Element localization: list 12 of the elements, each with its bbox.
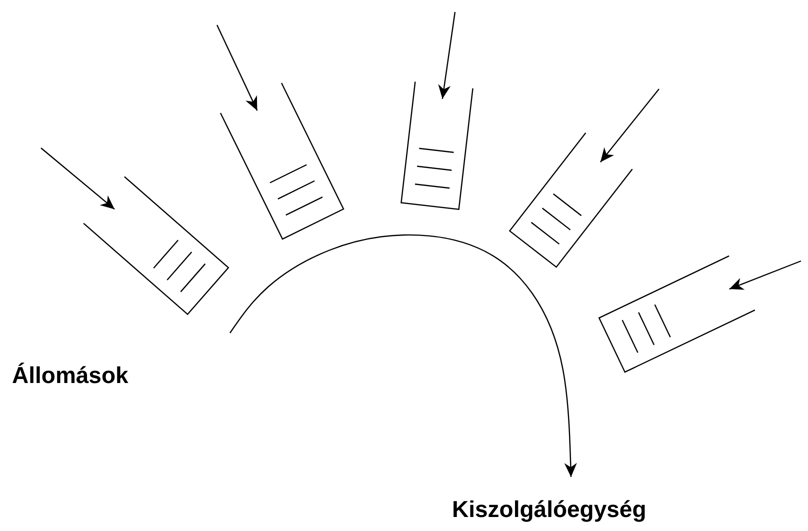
queue-drawing — [400, 82, 474, 210]
queue-drawing — [508, 132, 633, 268]
queue-drawing — [598, 255, 756, 373]
arrow — [40, 148, 115, 210]
arrow — [600, 88, 660, 162]
arrow — [216, 24, 258, 111]
queue-drawing — [83, 176, 230, 316]
arrow — [729, 260, 802, 290]
label-text: Állomások — [12, 364, 128, 387]
label-text: Kiszolgálóegység — [452, 498, 646, 521]
arrow — [438, 12, 456, 99]
queue-drawing — [220, 82, 344, 240]
